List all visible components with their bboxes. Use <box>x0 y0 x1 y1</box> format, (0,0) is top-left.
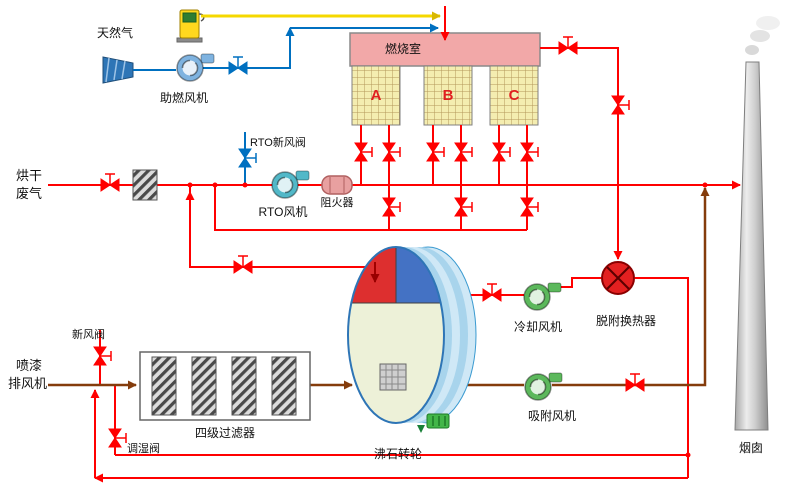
valve-bed-b-purge <box>454 197 473 217</box>
valve-combustion-air <box>228 56 248 75</box>
four-stage-filter <box>139 351 311 421</box>
valve-fresh-air <box>93 346 112 366</box>
junction-dot <box>187 182 193 188</box>
rotor-drive-grid <box>380 364 406 390</box>
valve-drying-inlet <box>100 173 120 192</box>
rotor-sector-dividers <box>352 247 440 304</box>
heat-exchanger-x <box>606 266 630 290</box>
junction-dot <box>242 182 248 188</box>
bed-a-label: A <box>371 87 382 104</box>
drying-line-filter <box>132 169 158 201</box>
dispenser-screen <box>182 12 197 23</box>
pipe-chamber-to-hx <box>540 47 623 260</box>
valve-desorption-line <box>233 255 253 274</box>
ceramic-bed-c <box>489 65 539 126</box>
filter-stage <box>191 356 217 416</box>
rotor-motor-fins <box>432 416 446 426</box>
junction-dot <box>212 182 218 188</box>
valve-cooling-inlet <box>482 283 502 302</box>
chimney <box>734 16 780 431</box>
combustion-fan-label: 助燃风机 <box>160 90 208 105</box>
pipe-desorption-branch <box>189 185 376 268</box>
desorption-heat-exchanger-label: 脱附换热器 <box>596 313 656 328</box>
combustion-chamber-label: 燃烧室 <box>385 41 421 56</box>
valve-bed-b-2 <box>454 142 473 162</box>
filter-stage <box>151 356 177 416</box>
pipe-junctions <box>187 182 708 458</box>
natural-gas-label: 天然气 <box>97 25 133 40</box>
junction-dot <box>685 452 691 458</box>
smoke-icon <box>745 45 759 55</box>
rto-fresh-air-valve-label: RTO新风阀 <box>250 135 306 149</box>
dispenser-base <box>176 37 203 43</box>
rotor-face-outline <box>347 246 445 424</box>
intake-cone <box>102 56 134 84</box>
fresh-air-valve-label: 新风阀 <box>72 327 105 341</box>
ceramic-bed-a <box>351 65 401 126</box>
valve-rto-fresh-air <box>238 148 257 168</box>
valve-bed-c-2 <box>520 142 539 162</box>
valve-humidity <box>108 428 127 448</box>
filter-stage <box>271 356 297 416</box>
rotor-desorption-sector <box>348 247 396 303</box>
humidity-valve-label: 调湿阀 <box>127 441 160 455</box>
rto-unit <box>349 32 541 126</box>
pipe-hx-out-down <box>635 277 689 478</box>
labels: 天然气 助燃风机 燃烧室 A B C RTO新风阀 烘干 废气 RTO风机 阻火… <box>8 25 763 461</box>
four-stage-filter-label: 四级过滤器 <box>195 426 255 440</box>
pipe-purge-header <box>214 185 527 231</box>
adsorption-fan-icon <box>524 372 563 401</box>
smoke-icon <box>756 16 780 30</box>
cooling-fan-label: 冷却风机 <box>514 320 562 334</box>
flame-arrester <box>321 175 353 195</box>
adsorption-fan-label: 吸附风机 <box>528 409 576 423</box>
junction-dot <box>702 182 708 188</box>
flame-arrester-ends <box>329 177 345 193</box>
ceramic-bed-b <box>423 65 473 126</box>
zeolite-rotor-label: 沸石转轮 <box>374 446 422 461</box>
filter-stage <box>231 356 257 416</box>
desorption-heat-exchanger <box>601 261 635 295</box>
natural-gas-dispenser-icon <box>176 9 205 43</box>
valve-adsorption-outlet <box>625 373 645 392</box>
valve-hx-hot-inlet <box>611 95 630 115</box>
air-intake-icon <box>102 56 134 84</box>
bed-c-label: C <box>509 87 520 104</box>
flame-arrester-body <box>321 175 353 195</box>
flame-arrester-label: 阻火器 <box>321 196 354 209</box>
valve-bed-a-2 <box>382 142 401 162</box>
valve-bed-a-purge <box>382 197 401 217</box>
drying-exhaust-label-2: 废气 <box>16 186 42 201</box>
paint-exhaust-fan-label-2: 排风机 <box>8 376 47 391</box>
bed-b-label: B <box>443 87 454 104</box>
valve-chamber-outlet <box>558 36 578 55</box>
drying-exhaust-label-1: 烘干 <box>16 168 42 183</box>
pipe-cooling-fan-to-hx <box>560 277 601 288</box>
valve-bed-c-1 <box>492 142 511 162</box>
rotor-rotation-arrow <box>417 425 425 433</box>
pipe-adsorption-to-stack <box>552 187 710 387</box>
valve-bed-b-1 <box>426 142 445 162</box>
chimney-label: 烟囱 <box>739 441 763 455</box>
rto-fan-label: RTO风机 <box>259 205 308 219</box>
valve-bed-c-purge <box>520 197 539 217</box>
intake-cone-stripes <box>105 57 126 83</box>
smoke-icon <box>750 30 770 42</box>
valve-bed-a-1 <box>354 142 373 162</box>
paint-exhaust-fan-label-1: 喷漆 <box>16 358 42 373</box>
cooling-fan-icon <box>523 282 562 311</box>
zeolite-rotor <box>347 246 477 433</box>
chimney-body <box>734 61 769 431</box>
